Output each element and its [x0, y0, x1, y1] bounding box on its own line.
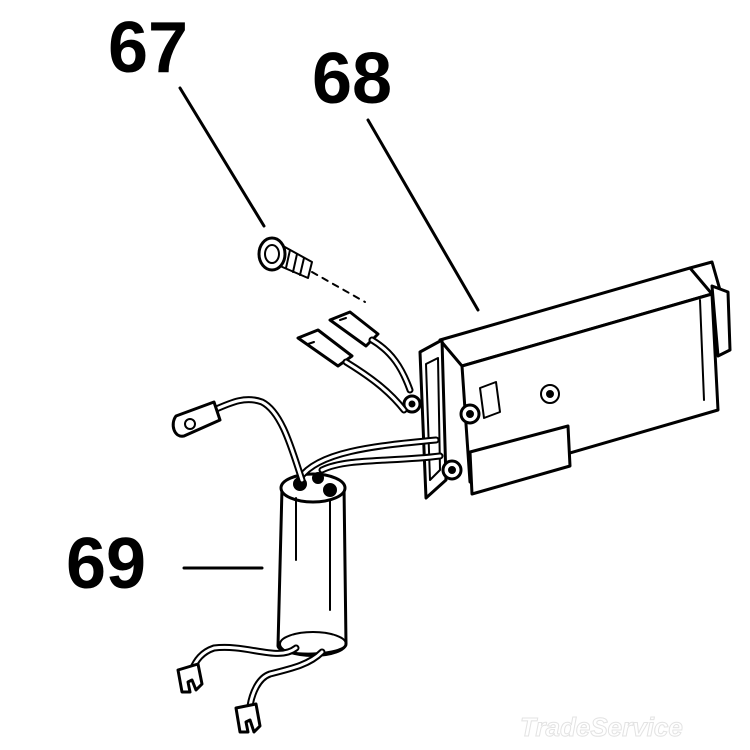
callout-67: 67 [108, 8, 188, 88]
screw-part-67 [257, 236, 366, 303]
leader-line-68 [366, 118, 480, 312]
callout-68: 68 [312, 39, 392, 119]
callout-69: 69 [66, 524, 146, 604]
capacitor-part-69 [171, 396, 444, 734]
watermark-text: TradeService [520, 712, 683, 742]
switch-bracket-part-68 [296, 260, 732, 500]
leader-line-67 [178, 86, 266, 228]
